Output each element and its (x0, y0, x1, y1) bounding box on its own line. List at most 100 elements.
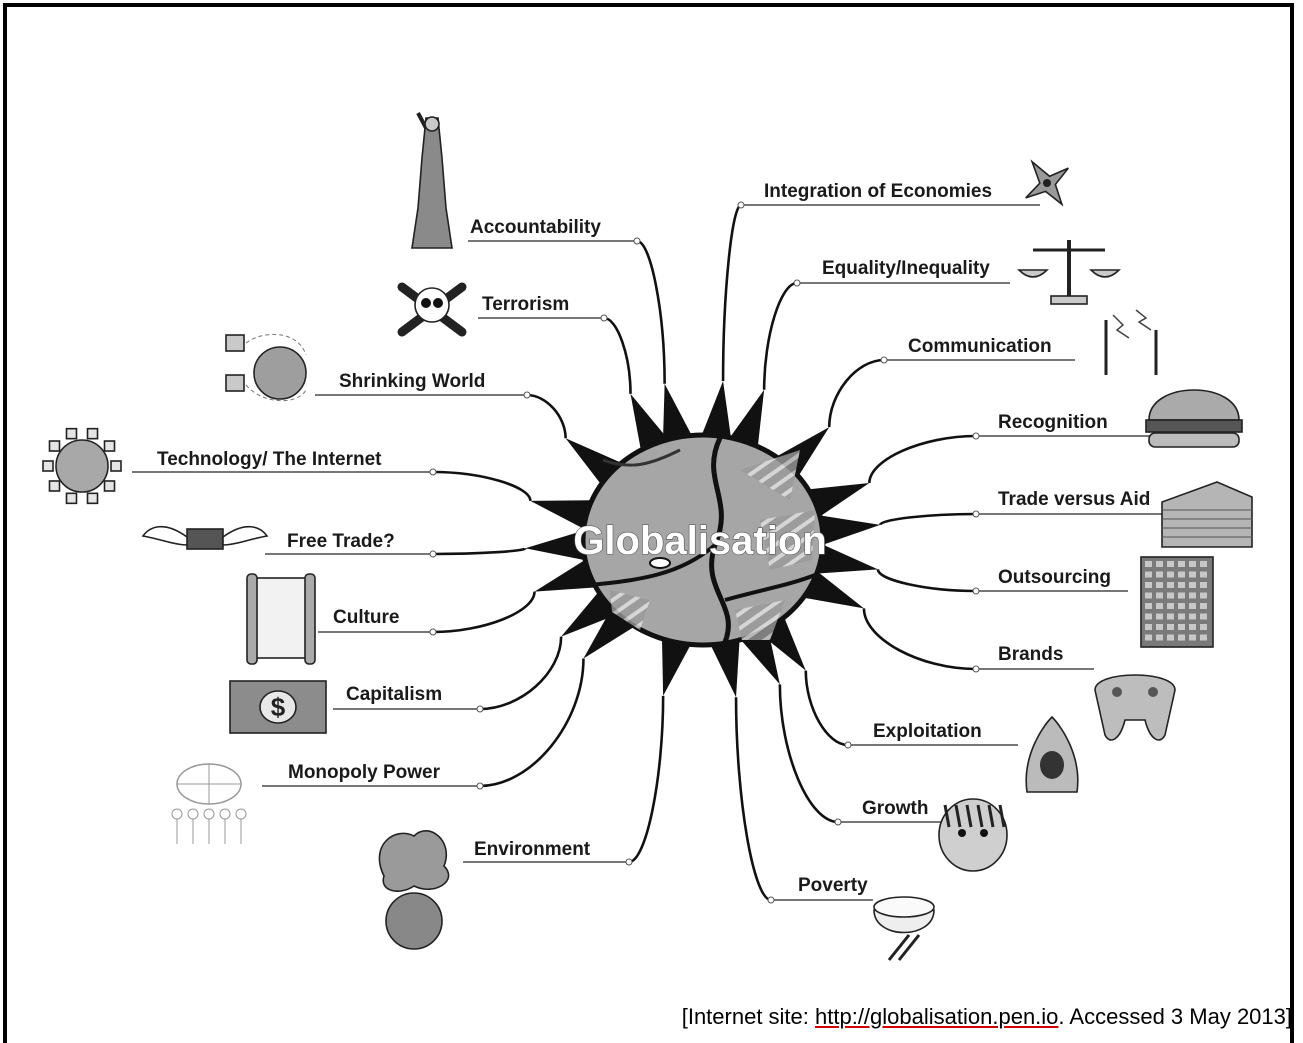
left-spike-5 (534, 559, 597, 592)
tiger-icon (938, 798, 1008, 872)
left-spike-1 (630, 393, 669, 453)
figure-frame (3, 3, 1294, 1043)
game-controller-icon (1094, 674, 1176, 741)
branch-label-right-2: Communication (908, 336, 1052, 357)
branch-label-left-7: Monopoly Power (288, 762, 441, 783)
polluted-earth-icon (378, 830, 450, 950)
center-label: Globalisation (573, 519, 826, 563)
right-branch-curve-0 (721, 203, 742, 382)
right-spike-6 (803, 570, 864, 609)
left-branch-curve-2 (526, 393, 567, 439)
left-branch-curve-7 (479, 658, 585, 788)
right-branch-node-6 (972, 665, 980, 673)
left-branch-curve-0 (636, 239, 666, 384)
left-branch-curve-4 (432, 546, 527, 556)
branch-label-right-1: Equality/Inequality (822, 258, 990, 279)
right-spike-0 (701, 381, 732, 440)
globe-spikes (525, 381, 881, 698)
shark-icon (1025, 715, 1079, 793)
branch-label-left-5: Culture (333, 607, 400, 628)
left-branch-node-5 (429, 628, 437, 636)
branch-label-left-6: Capitalism (346, 684, 442, 705)
caption-suffix: . Accessed 3 May 2013] (1058, 1004, 1292, 1029)
statue-of-liberty-icon (411, 112, 453, 249)
office-building-icon (1161, 481, 1253, 548)
left-branch-curve-8 (628, 695, 665, 864)
right-branch-node-0 (737, 201, 745, 209)
right-spike-8 (740, 626, 780, 685)
branch-label-left-4: Free Trade? (287, 531, 395, 552)
left-spike-0 (662, 383, 693, 443)
branch-label-right-5: Outsourcing (998, 567, 1111, 588)
left-branch-node-6 (476, 705, 484, 713)
right-branch-curve-6 (862, 608, 977, 671)
right-branch-node-5 (972, 587, 980, 595)
branch-label-right-0: Integration of Economies (764, 181, 992, 202)
branch-label-left-0: Accountability (470, 217, 601, 238)
source-caption: [Internet site: http://globalisation.pen… (0, 1004, 1292, 1030)
right-branch-curve-2 (827, 358, 885, 428)
left-spike-4 (525, 530, 586, 561)
right-spike-1 (729, 389, 765, 449)
winged-money-icon (141, 525, 269, 550)
branch-label-left-8: Environment (474, 839, 591, 860)
branch-label-left-3: Technology/ The Internet (157, 449, 382, 470)
right-branch-curve-4 (878, 512, 977, 527)
branch-lines (132, 201, 1172, 904)
rice-bowl-icon (873, 896, 935, 961)
scroll-icon (246, 573, 316, 665)
tall-building-icon (1140, 556, 1214, 648)
left-branch-curve-3 (432, 470, 532, 502)
dollar-bill-icon: $ (229, 680, 327, 734)
right-branch-node-2 (880, 356, 888, 364)
right-branch-node-9 (767, 896, 775, 904)
people-holding-globe-icon (171, 763, 247, 844)
branch-label-right-7: Exploitation (873, 721, 982, 742)
balance-scales-icon (1017, 240, 1121, 305)
caption-prefix: [Internet site: (681, 1004, 816, 1029)
right-branch-curve-8 (778, 684, 839, 824)
branch-label-right-6: Brands (998, 644, 1063, 665)
left-branch-curve-6 (479, 636, 563, 711)
left-branch-node-4 (429, 550, 437, 558)
left-branch-curve-5 (432, 591, 536, 634)
left-spike-3 (530, 500, 593, 530)
left-branch-node-8 (625, 858, 633, 866)
right-branch-node-7 (844, 741, 852, 749)
svg-text:$: $ (271, 692, 286, 722)
left-branch-node-7 (476, 782, 484, 790)
networked-globe-icon (225, 333, 307, 402)
skull-and-crossbones-icon (397, 282, 467, 337)
connected-world-icon (42, 427, 122, 505)
right-branch-curve-3 (868, 434, 977, 484)
right-branch-curve-7 (804, 670, 849, 747)
radio-towers-icon (1104, 309, 1158, 375)
right-branch-curve-5 (876, 568, 977, 593)
left-branch-node-3 (429, 468, 437, 476)
branch-label-left-1: Terrorism (482, 294, 569, 315)
right-spike-4 (819, 515, 881, 546)
branch-label-right-8: Growth (862, 798, 929, 819)
globe-icon (580, 432, 826, 648)
right-spike-9 (710, 638, 740, 698)
left-branch-node-2 (523, 391, 531, 399)
right-branch-node-4 (972, 510, 980, 518)
branch-label-right-4: Trade versus Aid (998, 489, 1150, 510)
left-spike-8 (661, 637, 692, 696)
branch-label-left-2: Shrinking World (339, 371, 485, 392)
hamburger-icon (1145, 389, 1243, 448)
branch-label-right-9: Poverty (798, 875, 868, 896)
source-link[interactable]: http://globalisation.pen.io (815, 1004, 1059, 1029)
left-branch-node-1 (600, 314, 608, 322)
left-branch-node-0 (633, 237, 641, 245)
branch-label-right-3: Recognition (998, 412, 1108, 433)
right-branch-node-8 (834, 818, 842, 826)
right-spike-5 (816, 544, 878, 574)
right-branch-node-3 (972, 432, 980, 440)
right-branch-curve-9 (734, 697, 772, 902)
compass-rose-icon (1025, 159, 1069, 207)
right-spike-3 (807, 483, 870, 518)
right-branch-node-1 (793, 279, 801, 287)
left-branch-curve-1 (603, 316, 632, 394)
